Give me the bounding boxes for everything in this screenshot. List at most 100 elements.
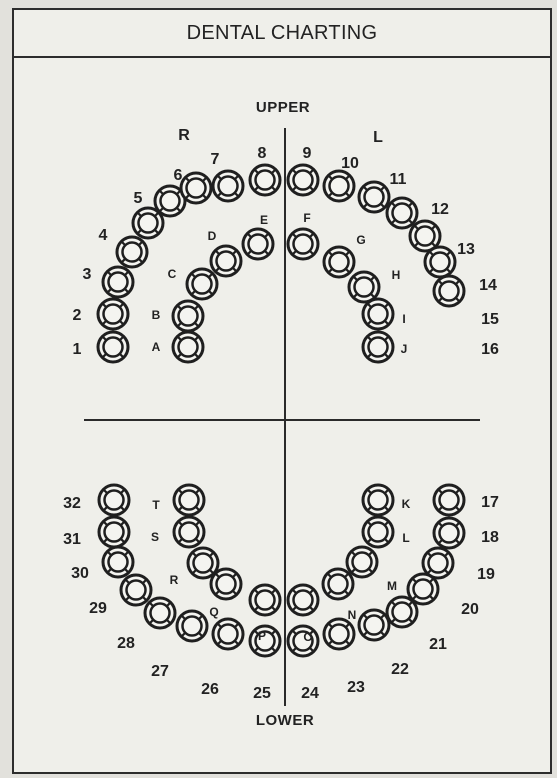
tooth-18[interactable]	[434, 518, 464, 548]
tooth-O-primary-lower[interactable]	[288, 585, 318, 615]
tooth-label-9: 9	[303, 145, 312, 162]
tooth-label-H-primary-upper: H	[392, 268, 401, 282]
tooth-23[interactable]	[324, 619, 354, 649]
lower-jaw-label: LOWER	[256, 712, 314, 729]
tooth-label-A-primary-upper: A	[152, 340, 161, 354]
tooth-label-I-primary-upper: I	[402, 312, 405, 326]
tooth-label-12: 12	[431, 201, 449, 218]
tooth-S-primary-lower[interactable]	[174, 517, 204, 547]
tooth-label-G-primary-upper: G	[356, 233, 365, 247]
tooth-label-E-primary-upper: E	[260, 213, 268, 227]
tooth-T-primary-lower[interactable]	[174, 485, 204, 515]
tooth-15[interactable]	[425, 247, 455, 277]
tooth-label-18: 18	[481, 529, 499, 546]
tooth-label-21: 21	[429, 636, 447, 653]
tooth-label-3: 3	[83, 266, 92, 283]
tooth-label-19: 19	[477, 566, 495, 583]
tooth-K-primary-lower[interactable]	[363, 485, 393, 515]
tooth-M-primary-lower[interactable]	[347, 547, 377, 577]
tooth-label-11: 11	[390, 171, 407, 188]
tooth-label-26: 26	[201, 681, 219, 698]
tooth-27[interactable]	[177, 611, 207, 641]
tooth-R-primary-lower[interactable]	[188, 548, 218, 578]
tooth-B-primary-upper[interactable]	[173, 301, 203, 331]
tooth-label-23: 23	[347, 679, 365, 696]
tooth-label-24: 24	[301, 685, 319, 702]
tooth-label-C-primary-upper: C	[168, 267, 177, 281]
tooth-G-primary-upper[interactable]	[324, 247, 354, 277]
tooth-label-P-primary-lower: P	[258, 629, 266, 643]
upper-jaw-label: UPPER	[256, 99, 310, 116]
tooth-label-15: 15	[481, 311, 499, 328]
tooth-P-primary-lower[interactable]	[250, 585, 280, 615]
tooth-label-K-primary-lower: K	[402, 497, 411, 511]
tooth-label-M-primary-lower: M	[387, 579, 397, 593]
tooth-label-29: 29	[89, 600, 107, 617]
tooth-label-13: 13	[457, 241, 475, 258]
tooth-label-27: 27	[151, 663, 169, 680]
tooth-label-2: 2	[73, 307, 82, 324]
tooth-29[interactable]	[121, 575, 151, 605]
tooth-10[interactable]	[288, 165, 318, 195]
tooth-11[interactable]	[324, 171, 354, 201]
quadrant-label-left: L	[373, 129, 383, 146]
tooth-label-N-primary-lower: N	[348, 608, 357, 622]
tooth-label-25: 25	[253, 685, 271, 702]
tooth-L-primary-lower[interactable]	[363, 517, 393, 547]
tooth-9[interactable]	[250, 165, 280, 195]
quadrant-label-right: R	[178, 127, 190, 144]
tooth-D-primary-upper[interactable]	[211, 246, 241, 276]
tooth-C-primary-upper[interactable]	[187, 269, 217, 299]
tooth-4[interactable]	[117, 237, 147, 267]
tooth-J-primary-upper[interactable]	[363, 332, 393, 362]
tooth-1[interactable]	[98, 332, 128, 362]
tooth-label-22: 22	[391, 661, 409, 678]
tooth-label-D-primary-upper: D	[208, 229, 217, 243]
tooth-30[interactable]	[103, 547, 133, 577]
tooth-label-R-primary-lower: R	[170, 573, 179, 587]
tooth-3[interactable]	[103, 267, 133, 297]
tooth-A-primary-upper[interactable]	[173, 332, 203, 362]
tooth-label-B-primary-upper: B	[152, 308, 161, 322]
tooth-label-10: 10	[341, 155, 359, 172]
tooth-label-14: 14	[479, 277, 497, 294]
tooth-28[interactable]	[145, 598, 175, 628]
tooth-22[interactable]	[359, 610, 389, 640]
tooth-label-7: 7	[211, 151, 220, 168]
tooth-32[interactable]	[99, 485, 129, 515]
tooth-label-32: 32	[63, 495, 81, 512]
tooth-26[interactable]	[213, 619, 243, 649]
tooth-17[interactable]	[434, 485, 464, 515]
tooth-H-primary-upper[interactable]	[349, 272, 379, 302]
tooth-8[interactable]	[213, 171, 243, 201]
tooth-F-primary-upper[interactable]	[288, 229, 318, 259]
tooth-2[interactable]	[98, 299, 128, 329]
tooth-label-30: 30	[71, 565, 89, 582]
tooth-label-17: 17	[481, 494, 499, 511]
tooth-E-primary-upper[interactable]	[243, 229, 273, 259]
tooth-label-L-primary-lower: L	[402, 531, 409, 545]
tooth-label-31: 31	[63, 531, 81, 548]
tooth-21[interactable]	[387, 597, 417, 627]
tooth-label-20: 20	[461, 601, 479, 618]
tooth-13[interactable]	[387, 198, 417, 228]
tooth-N-primary-lower[interactable]	[323, 569, 353, 599]
tooth-label-1: 1	[73, 341, 82, 358]
tooth-label-T-primary-lower: T	[152, 498, 160, 512]
tooth-7[interactable]	[181, 173, 211, 203]
tooth-I-primary-upper[interactable]	[363, 299, 393, 329]
tooth-label-16: 16	[481, 341, 499, 358]
tooth-label-O-primary-lower: O	[303, 630, 312, 644]
tooth-31[interactable]	[99, 517, 129, 547]
tooth-16[interactable]	[434, 276, 464, 306]
tooth-label-5: 5	[134, 190, 143, 207]
tooth-label-28: 28	[117, 635, 135, 652]
tooth-label-4: 4	[99, 227, 108, 244]
tooth-label-Q-primary-lower: Q	[209, 605, 218, 619]
tooth-label-J-primary-upper: J	[401, 342, 408, 356]
tooth-label-8: 8	[258, 145, 267, 162]
tooth-12[interactable]	[359, 182, 389, 212]
tooth-label-S-primary-lower: S	[151, 530, 159, 544]
